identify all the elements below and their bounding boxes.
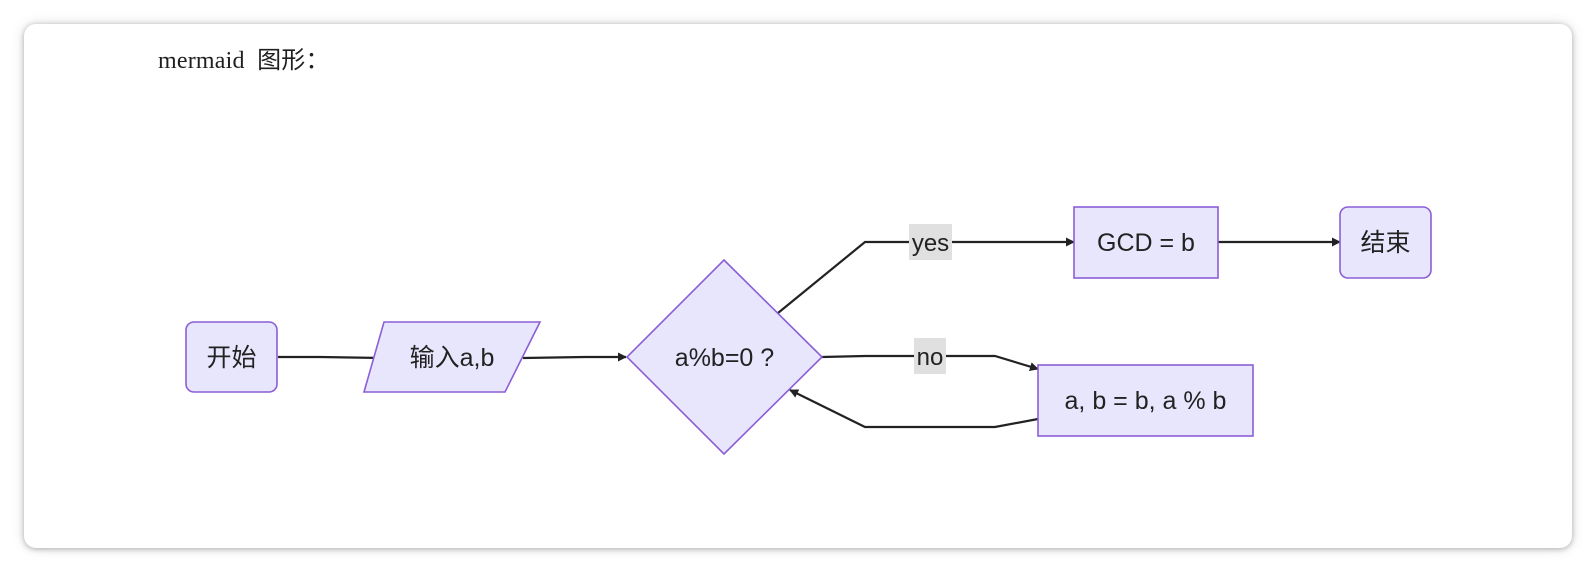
node-gcd: GCD = b: [1073, 206, 1219, 279]
node-decision-shape: [625, 258, 824, 456]
page-caption: mermaid 图形：: [158, 48, 330, 74]
node-end-shape: [1339, 206, 1432, 279]
edge-input-to-decision: [522, 352, 627, 362]
diagram-card: [24, 24, 1572, 548]
node-gcd-shape: [1073, 206, 1219, 279]
edge-label-no: no: [914, 338, 946, 374]
node-swap-shape: [1037, 364, 1254, 437]
edge-decision-to-gcd-yes: [777, 237, 1075, 314]
node-input-shape: [362, 321, 542, 393]
node-swap-label: a, b = b, a % b: [1065, 387, 1227, 415]
edge-label-no-bg: [914, 338, 946, 374]
node-start: 开始: [185, 321, 278, 393]
node-start-shape: [185, 321, 278, 393]
node-decision-label: a%b=0 ?: [675, 344, 774, 372]
node-input-label: 输入a,b: [410, 344, 495, 372]
edge-swap-to-decision-loop: [789, 389, 1039, 429]
node-end-label: 结束: [1360, 229, 1410, 257]
node-start-label: 开始: [206, 344, 256, 372]
edge-label-no-text: no: [917, 344, 944, 371]
node-decision: a%b=0 ?: [625, 258, 824, 456]
node-swap: a, b = b, a % b: [1037, 364, 1254, 437]
node-end: 结束: [1339, 206, 1432, 279]
edge-label-yes: yes: [909, 224, 952, 260]
edge-label-yes-bg: [909, 224, 952, 260]
edge-label-yes-text: yes: [912, 230, 949, 257]
node-input: 输入a,b: [362, 321, 542, 393]
node-gcd-label: GCD = b: [1097, 229, 1195, 257]
edge-start-to-input: [278, 353, 384, 363]
